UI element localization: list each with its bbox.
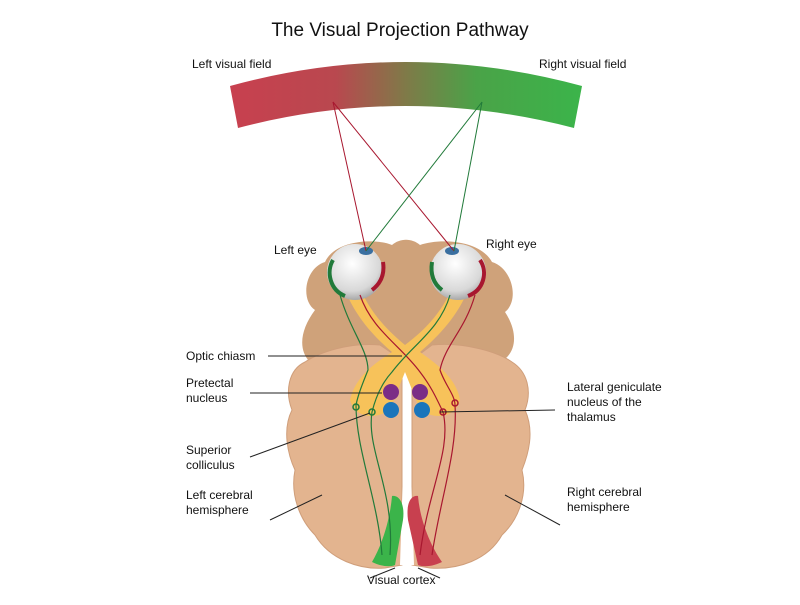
neural-pathways: [339, 294, 476, 556]
superior-colliculus-label: Superior colliculus: [186, 443, 235, 472]
longitudinal-fissure: [400, 440, 414, 565]
light-rays: [332, 101, 483, 252]
visual-cortex-label: Visual cortex: [367, 573, 436, 587]
right-cerebral-hemisphere-label: Right cerebral hemisphere: [567, 485, 642, 514]
lgn-label: Lateral geniculate nucleus of the thalam…: [567, 380, 662, 424]
left-eye-graphic: [327, 244, 386, 300]
visual-cortex-left: [372, 495, 404, 567]
left-cerebral-hemisphere-label: Left cerebral hemisphere: [186, 488, 253, 517]
leader-lines: [249, 355, 561, 579]
superior-colliculus-right: [414, 402, 430, 418]
superior-colliculus-left: [383, 402, 399, 418]
left-eye-label: Left eye: [274, 243, 317, 257]
right-eye-label: Right eye: [486, 237, 537, 251]
visual-field-arc: [230, 62, 582, 128]
optic-tract: [345, 280, 468, 416]
diagram-title: The Visual Projection Pathway: [271, 20, 529, 41]
left-visual-field-label: Left visual field: [192, 57, 272, 71]
right-eye-graphic: [429, 244, 486, 300]
pretectal-nucleus-right: [412, 384, 428, 400]
right-visual-field-label: Right visual field: [539, 57, 627, 71]
pretectal-nucleus-label: Pretectal nucleus: [186, 376, 234, 405]
optic-chiasm-label: Optic chiasm: [186, 349, 256, 363]
pretectal-nucleus-left: [383, 384, 399, 400]
